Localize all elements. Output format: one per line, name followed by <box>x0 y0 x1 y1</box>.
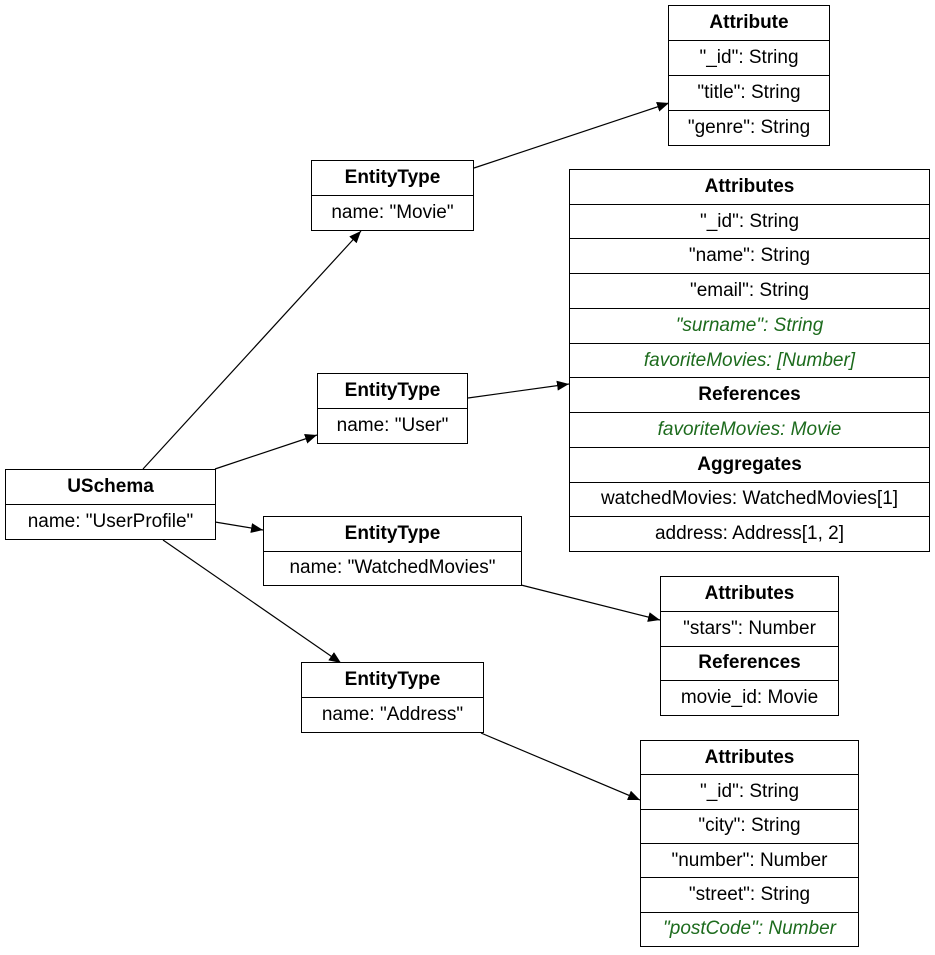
attribute-row: "_id": String <box>570 203 929 239</box>
movie-attribute-table: Attribute "_id": String "title": String … <box>668 5 830 146</box>
optional-attribute-row: "postCode": Number <box>641 911 858 946</box>
attribute-row: "name": String <box>570 238 929 273</box>
entity-user-header: EntityType <box>344 380 441 401</box>
entity-movie-name: name: "Movie" <box>312 195 473 230</box>
edge-uschema-movie <box>142 230 362 470</box>
reference-row: movie_id: Movie <box>661 680 838 715</box>
edge-movie-table <box>473 102 670 169</box>
edge-user-table <box>467 380 570 399</box>
entity-watched-name: name: "WatchedMovies" <box>264 550 521 586</box>
edge-uschema-user <box>214 434 318 470</box>
aggregate-row: address: Address[1, 2] <box>570 516 929 551</box>
attributes-header: Attributes <box>704 746 795 768</box>
attribute-row: "street": String <box>641 877 858 911</box>
aggregate-row: watchedMovies: WatchedMovies[1] <box>570 481 929 517</box>
uschema-node: USchema name: "UserProfile" <box>5 469 216 540</box>
edge-watched-table <box>520 584 661 622</box>
entity-address-name: name: "Address" <box>302 697 483 732</box>
edge-uschema-address <box>162 539 342 664</box>
entity-address-header: EntityType <box>344 669 441 690</box>
uschema-header: USchema <box>67 476 154 497</box>
attribute-row: "city": String <box>641 808 858 843</box>
user-attribute-table: Attributes "_id": String "name": String … <box>569 169 930 552</box>
uschema-name: name: "UserProfile" <box>6 504 215 539</box>
entity-movie-node: EntityType name: "Movie" <box>311 160 474 231</box>
attributes-header: Attributes <box>704 175 795 197</box>
optional-reference-row: favoriteMovies: Movie <box>570 412 929 447</box>
watched-attribute-table: Attributes "stars": Number References mo… <box>660 576 839 716</box>
attribute-row: "genre": String <box>669 110 829 145</box>
entity-movie-header: EntityType <box>344 167 441 188</box>
entity-user-name: name: "User" <box>318 408 467 443</box>
attribute-row: "number": Number <box>641 842 858 877</box>
attribute-row: "title": String <box>669 75 829 110</box>
attribute-row: "_id": String <box>669 40 829 75</box>
optional-attribute-row: favoriteMovies: [Number] <box>570 342 929 378</box>
edge-address-table <box>480 732 641 801</box>
attribute-row: "_id": String <box>641 774 858 808</box>
entity-watched-node: EntityType name: "WatchedMovies" <box>263 516 522 586</box>
entity-user-node: EntityType name: "User" <box>317 373 468 444</box>
aggregates-header: Aggregates <box>570 446 929 482</box>
references-header: References <box>661 645 838 681</box>
table-header: Attribute <box>709 12 789 33</box>
entity-address-node: EntityType name: "Address" <box>301 662 484 733</box>
references-header: References <box>570 377 929 412</box>
optional-attribute-row: "surname": String <box>570 307 929 343</box>
attribute-row: "email": String <box>570 273 929 308</box>
edge-uschema-watched <box>214 521 264 533</box>
entity-watched-header: EntityType <box>344 522 441 544</box>
address-attribute-table: Attributes "_id": String "city": String … <box>640 740 859 947</box>
attributes-header: Attributes <box>704 582 795 604</box>
attribute-row: "stars": Number <box>661 610 838 646</box>
